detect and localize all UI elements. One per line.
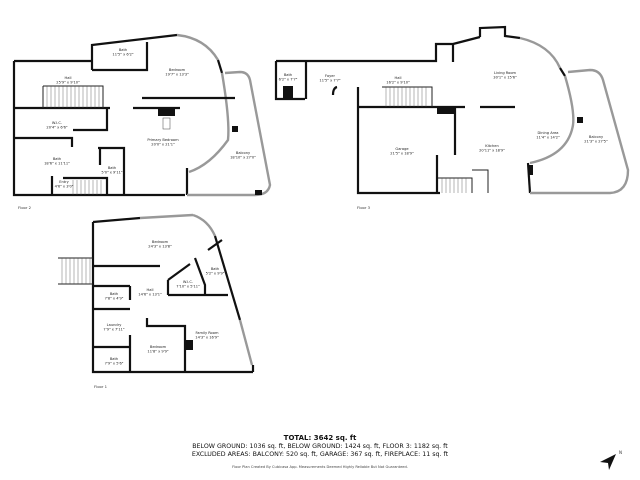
north-arrow-icon: N	[600, 450, 622, 470]
room-dimensions: 25'9" x 9'10"	[56, 81, 80, 85]
room-name: Laundry	[107, 323, 123, 327]
floor-3-plan	[274, 25, 630, 195]
room-name: Bath	[110, 357, 118, 361]
room-dimensions: 11'4" x 14'2"	[536, 136, 560, 140]
room-name: Bedroom	[169, 68, 186, 72]
room-name: Bedroom	[150, 345, 167, 349]
room-name: Dining Area	[537, 131, 558, 135]
room-dimensions: 20'4" x 6'6"	[46, 126, 67, 130]
room-dimensions: 14'6" x 13'1"	[138, 293, 162, 297]
room-dimensions: 21'5" x 18'9"	[390, 152, 414, 156]
room-dimensions: 5'0" x 9'11"	[101, 171, 122, 175]
room-dimensions: 14'3" x 16'9"	[195, 336, 219, 340]
room-name: Hall	[65, 76, 72, 80]
room-dimensions: 7'8" x 4'9"	[105, 297, 124, 301]
credit-note: Floor Plan Created By Cubicasa App. Meas…	[232, 464, 408, 469]
room-dimensions: 7'9" x 7'11"	[103, 328, 124, 332]
room-name: Bath	[110, 292, 118, 296]
room-dimensions: 7'10" x 5'11"	[176, 285, 200, 289]
room-name: Kitchen	[485, 144, 499, 148]
excluded-areas: EXCLUDED AREAS: BALCONY: 520 sq. ft, GAR…	[191, 451, 449, 458]
room-dimensions: 21'3" x 27'5"	[584, 140, 608, 144]
room-dimensions: 4'6" x 3'0"	[55, 185, 74, 189]
room-name: Bath	[119, 48, 127, 52]
room-name: Hall	[395, 76, 402, 80]
room-name: Balcony	[236, 151, 251, 155]
room-name: W.I.C.	[183, 280, 193, 284]
room-name: Primary Bedroom	[147, 138, 179, 142]
room-dimensions: 19'7" x 13'3"	[165, 73, 189, 77]
room-name: Garage	[395, 147, 409, 151]
floor-label: Floor 1	[94, 384, 108, 389]
room-name: Foyer	[325, 74, 335, 78]
room-name: Bath	[284, 73, 292, 77]
floor-2-plan	[12, 33, 272, 197]
room-dimensions: 30'1" x 15'6"	[493, 76, 517, 80]
area-summary: TOTAL: 3642 sq. ft BELOW GROUND: 1036 sq…	[0, 434, 640, 471]
room-dimensions: 18'6" x 11'11"	[44, 162, 70, 166]
room-dimensions: 11'5" x 7'7"	[319, 79, 340, 83]
room-name: Balcony	[589, 135, 604, 139]
total-area: TOTAL: 3642 sq. ft	[283, 434, 357, 442]
room-dimensions: 24'3" x 13'8"	[148, 245, 172, 249]
room-name: Bath	[108, 166, 116, 170]
floor-label: Floor 3	[357, 205, 371, 210]
floor-areas: BELOW GROUND: 1036 sq. ft, BELOW GROUND:…	[192, 442, 448, 450]
room-name: Bath	[53, 157, 61, 161]
room-name: Hall	[147, 288, 154, 292]
room-dimensions: 6'2" x 7'7"	[279, 78, 298, 82]
room-name: Bath	[211, 267, 219, 271]
room-dimensions: 18'10" x 27'0"	[230, 156, 256, 160]
floor-label: Floor 2	[18, 205, 32, 210]
room-dimensions: 20'0" x 21'1"	[151, 143, 175, 147]
room-name: W.I.C.	[52, 121, 62, 125]
compass-label: N	[619, 450, 622, 455]
room-name: Bedroom	[152, 240, 169, 244]
floor-1-plan	[58, 213, 255, 374]
room-dimensions: 5'2" x 9'9"	[206, 272, 225, 276]
room-dimensions: 11'5" x 6'2"	[112, 53, 133, 57]
room-dimensions: 16'2" x 9'10"	[386, 81, 410, 85]
room-name: Living Room	[494, 71, 517, 75]
room-dimensions: 20'11" x 18'9"	[479, 149, 505, 153]
room-name: Family Room	[196, 331, 219, 335]
room-dimensions: 7'9" x 5'6"	[105, 362, 124, 366]
room-name: Entry	[59, 180, 69, 184]
room-dimensions: 11'8" x 9'9"	[147, 350, 168, 354]
